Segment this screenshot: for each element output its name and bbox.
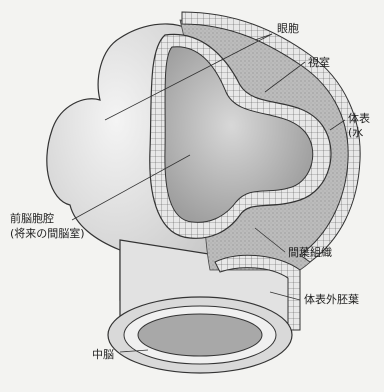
label-optic-ventricle: 視室 [308,56,330,69]
midbrain-tube-lumen [138,314,262,356]
label-optic-vesicle: 眼胞 [277,22,299,35]
label-mesenchyme: 間葉組織 [288,246,332,259]
label-forebrain-cavity-sub: (将来の間脳室) [10,227,85,240]
label-forebrain-cavity: 前脳胞腔 [10,212,54,225]
label-surface-ectoderm: 体表外胚葉 [304,293,359,306]
label-midbrain: 中脳 [92,348,114,361]
label-surface-ectoderm-partial-sub: (水 [348,126,363,139]
label-surface-ectoderm-partial: 体表 [348,112,370,125]
